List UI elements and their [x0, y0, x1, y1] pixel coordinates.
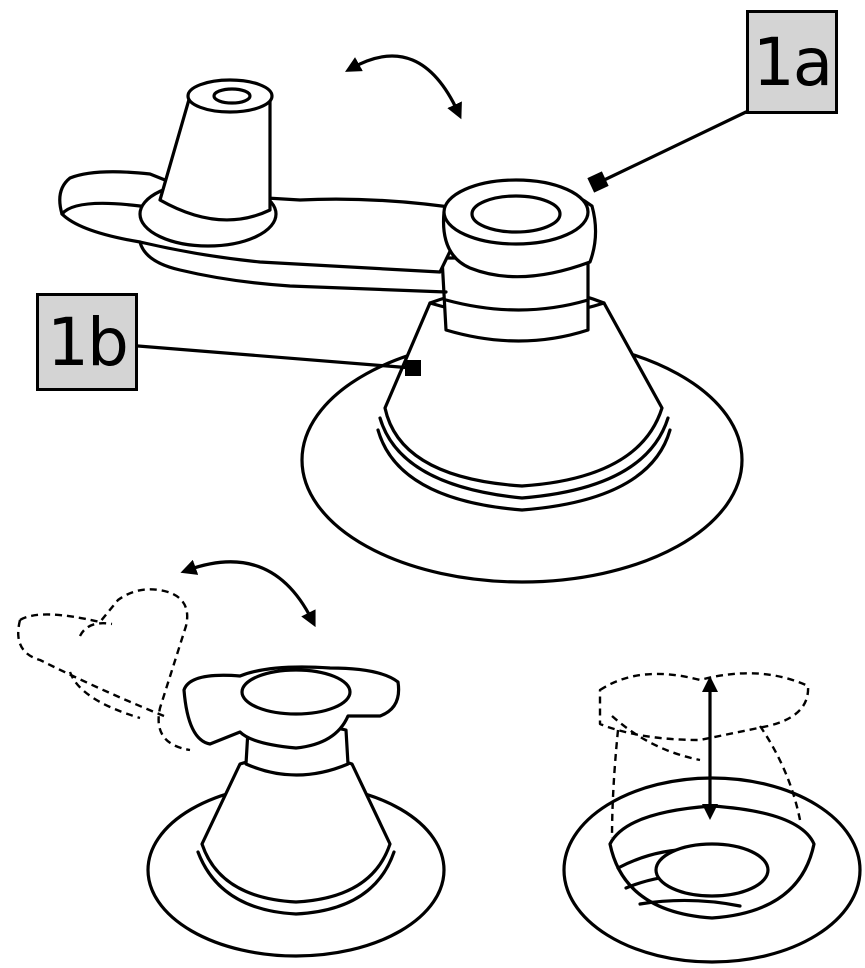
rotate-arrow-icon	[345, 54, 462, 120]
cap-ring	[442, 178, 590, 246]
callout-label-1a: 1a	[746, 10, 838, 114]
callout-1b-marker	[405, 360, 421, 376]
callout-1a-leader	[598, 110, 748, 184]
callout-label-1b: 1b	[36, 293, 138, 391]
device-rotated	[17, 559, 446, 958]
callout-1a-marker	[587, 171, 609, 193]
ghost-arm	[17, 588, 191, 752]
neck-ring	[440, 256, 590, 343]
callout-1b-leader	[136, 344, 414, 370]
device-lifted	[562, 672, 862, 964]
rotate-arrow-icon	[180, 559, 316, 628]
main-device	[58, 54, 744, 584]
